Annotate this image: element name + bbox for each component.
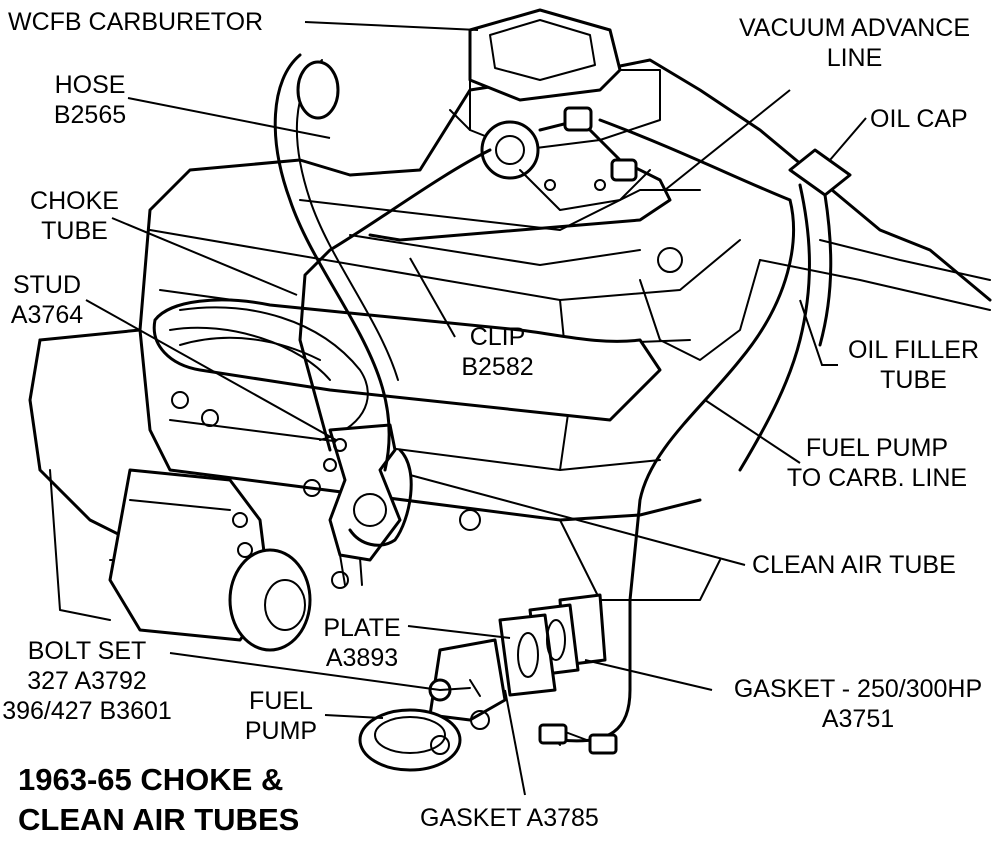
carburetor — [449, 8, 661, 211]
choke-housing — [303, 423, 402, 586]
label-fuel-pump-line: FUEL PUMP TO CARB. LINE — [772, 433, 982, 493]
label-choke-tube: CHOKE TUBE — [22, 186, 127, 246]
label-oil-filler-tube: OIL FILLER TUBE — [836, 335, 991, 395]
label-hose-line2: B2565 — [53, 101, 127, 129]
choke-tube — [298, 148, 492, 452]
valve-cover — [152, 298, 662, 422]
label-fuel-pump-line1: FUEL — [249, 687, 313, 715]
label-clean-air-tube: CLEAN AIR TUBE — [752, 551, 956, 579]
label-fuel-pump: FUEL PUMP — [238, 686, 324, 746]
label-clip-line1: CLIP — [469, 323, 526, 351]
vacuum-fitting-2 — [610, 158, 638, 182]
gasket-plate-stack — [498, 593, 607, 697]
diagram-title-line1: 1963-65 CHOKE & — [18, 762, 284, 797]
label-clip: CLIP B2582 — [450, 322, 545, 382]
label-vacuum-advance-line2: LINE — [826, 44, 883, 72]
label-oil-cap: OIL CAP — [870, 105, 968, 133]
label-hose-line1: HOSE — [54, 71, 126, 99]
label-plate-line2: A3893 — [325, 644, 399, 672]
label-choke-tube-line2: TUBE — [41, 217, 108, 245]
fuel-line — [558, 118, 795, 743]
oil-filler — [738, 148, 852, 472]
hose-collar — [296, 60, 340, 120]
label-vacuum-advance-line1: VACUUM ADVANCE — [738, 14, 971, 42]
label-oil-filler-line1: OIL FILLER — [847, 336, 980, 364]
label-fuel-pump-line2: PUMP — [244, 717, 318, 745]
label-clip-line2: B2582 — [461, 353, 534, 381]
label-oil-filler-line2: TUBE — [880, 366, 947, 394]
label-gasket-hp: GASKET - 250/300HP A3751 — [718, 674, 998, 734]
diagram-title: 1963-65 CHOKE & CLEAN AIR TUBES — [18, 760, 299, 840]
label-stud-line1: STUD — [12, 271, 82, 299]
label-fuel-line-line2: TO CARB. LINE — [786, 464, 968, 492]
exhaust-manifold — [169, 306, 369, 441]
leader-lines — [85, 21, 867, 796]
label-fuel-line-line1: FUEL PUMP — [805, 434, 949, 462]
label-vacuum-advance: VACUUM ADVANCE LINE — [722, 13, 987, 73]
diagram-title-line2: CLEAN AIR TUBES — [18, 802, 300, 837]
label-gasket: GASKET A3785 — [420, 804, 599, 832]
label-plate-line1: PLATE — [323, 614, 401, 642]
fuel-pump — [358, 638, 507, 772]
label-plate: PLATE A3893 — [312, 613, 412, 673]
fuel-fitting-a — [538, 723, 568, 745]
label-carburetor: WCFB CARBURETOR — [8, 8, 264, 36]
starter-motor — [108, 468, 312, 652]
label-bolt-set: BOLT SET 327 A3792 396/427 B3601 — [2, 636, 172, 726]
hose — [273, 53, 391, 472]
label-gasket-hp-line2: A3751 — [821, 705, 895, 733]
clean-air-tube — [348, 448, 413, 547]
label-stud-line2: A3764 — [10, 301, 84, 329]
fuel-fitting-b — [588, 733, 618, 755]
label-bolt-set-line1: BOLT SET — [27, 637, 147, 665]
label-stud: STUD A3764 — [4, 270, 90, 330]
label-gasket-hp-line1: GASKET - 250/300HP — [733, 675, 983, 703]
label-bolt-set-line3: 396/427 B3601 — [2, 697, 172, 725]
label-bolt-set-line2: 327 A3792 — [27, 667, 147, 695]
label-hose: HOSE B2565 — [45, 70, 135, 130]
label-choke-tube-line1: CHOKE — [30, 187, 119, 215]
vacuum-fitting — [563, 106, 593, 132]
